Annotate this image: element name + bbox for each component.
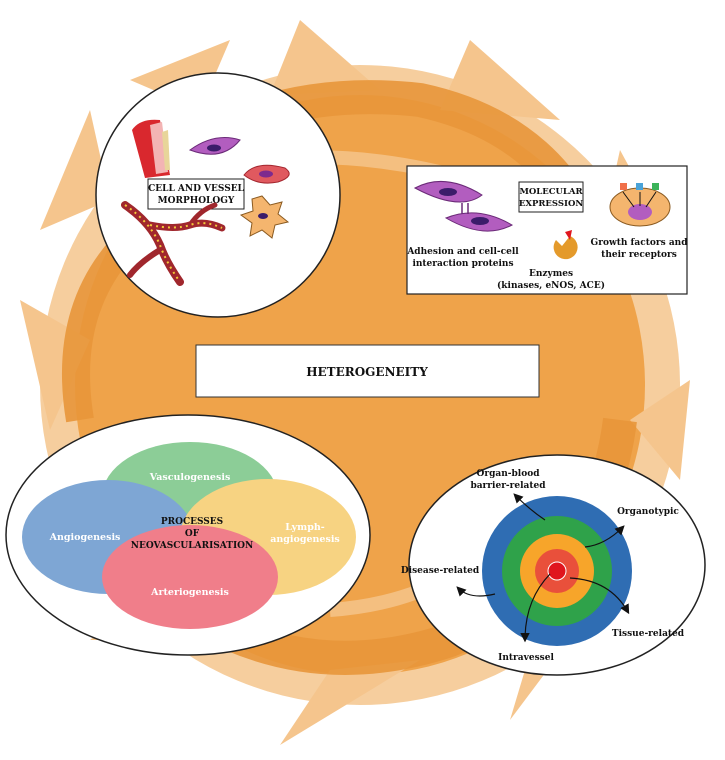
vessel-tube-icon	[132, 119, 170, 178]
arrow-tissue	[569, 577, 630, 615]
adhesion-label-line1: Adhesion and cell-cell	[406, 247, 519, 257]
levels-circle: Organ-blood barrier-related Organotypic …	[401, 454, 706, 676]
arrow-organ-blood	[513, 493, 546, 521]
processes-ellipse: Vasculogenesis Angiogenesis Lymph- angio…	[5, 414, 371, 656]
swirl-arrow-top	[270, 20, 380, 95]
angiogenesis-label: Angiogenesis	[49, 532, 121, 543]
molecular-expression-box: Adhesion and cell-cell interaction prote…	[406, 165, 689, 295]
disease-label: Disease-related	[401, 566, 480, 576]
arteriogenesis-circle	[102, 525, 278, 629]
flat-cell-icon	[243, 164, 290, 184]
processes-center-line3: NEOVASCULARISATION	[131, 541, 254, 551]
spindle-cell-icon	[188, 137, 241, 155]
enzyme-icon	[553, 230, 578, 260]
adhesion-cells-icon	[413, 180, 514, 232]
molecular-label-line2: EXPRESSION	[519, 199, 583, 209]
arrow-disease	[456, 586, 496, 597]
center-title-box: HETEROGENEITY	[195, 344, 540, 398]
tissue-label: Tissue-related	[612, 629, 685, 639]
organ-blood-label-line2: barrier-related	[470, 481, 546, 491]
swirl-arrow-bottom	[280, 660, 420, 745]
pericyte-cell-icon	[239, 195, 290, 239]
vasculogenesis-label: Vasculogenesis	[149, 472, 231, 483]
lymph-label-line1: Lymph-	[285, 522, 324, 533]
morphology-circle: CELL AND VESSEL MORPHOLOGY	[95, 72, 341, 318]
arrow-intravessel	[520, 573, 551, 643]
center-title: HETEROGENEITY	[306, 365, 428, 379]
venn-diagram	[22, 442, 356, 629]
swirl-arrow-right-lower	[630, 380, 690, 480]
ring-core	[547, 561, 567, 581]
receptor-cell-icon	[609, 183, 671, 227]
growth-label-line2: their receptors	[601, 250, 677, 260]
arrow-organotypic	[584, 525, 625, 548]
lymph-label-line2: angiogenesis	[270, 534, 340, 545]
molecular-label-line1: MOLECULAR	[519, 187, 583, 197]
branching-vessel-icon	[121, 201, 226, 286]
processes-center-line1: PROCESSES	[161, 517, 223, 527]
enzymes-label-line1: Enzymes	[529, 269, 573, 279]
processes-center-line2: OF	[185, 529, 200, 539]
adhesion-label-line2: interaction proteins	[412, 259, 513, 269]
morphology-label-line2: MORPHOLOGY	[158, 196, 235, 206]
growth-label-line1: Growth factors and	[591, 238, 689, 248]
arteriogenesis-label: Arteriogenesis	[150, 587, 229, 598]
enzymes-label-line2: (kinases, eNOS, ACE)	[497, 280, 605, 291]
organ-blood-label-line1: Organ-blood	[477, 469, 541, 479]
morphology-label-line1: CELL AND VESSEL	[148, 184, 244, 194]
intravessel-label: Intravessel	[498, 653, 554, 663]
organotypic-label: Organotypic	[617, 507, 679, 517]
swirl-arrow-left-upper	[40, 110, 110, 230]
